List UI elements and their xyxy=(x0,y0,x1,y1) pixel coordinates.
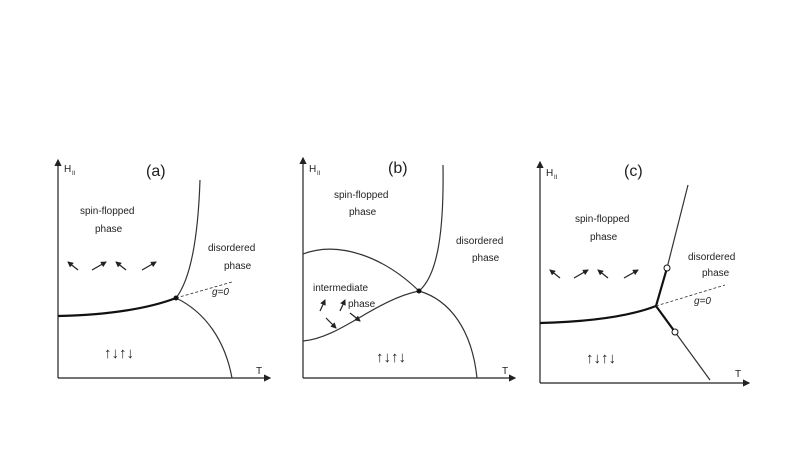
lower-boundary-b xyxy=(418,290,478,379)
first-order-lower-c xyxy=(655,305,676,333)
y-axis-label-c: H xyxy=(546,168,553,179)
spin-arrows-flopped-a xyxy=(67,261,157,271)
panel-label-a: (a) xyxy=(146,163,166,180)
x-axis-label-c: T xyxy=(735,369,741,380)
spins-antiferro-a: ↑↓↑↓ xyxy=(104,345,134,362)
disordered-phase-a: phase xyxy=(224,261,252,272)
intermediate-upper-boundary-b xyxy=(302,248,420,292)
spin-arrows-flopped-c xyxy=(549,269,639,279)
panel-c: H II T (c) spin-flopped phase disordered… xyxy=(536,160,751,387)
first-order-upper-c xyxy=(654,267,669,307)
spin-flop-line-c xyxy=(539,304,657,325)
disordered-label-c: disordered xyxy=(688,252,735,263)
y-axis-sub-b: II xyxy=(317,171,321,177)
spin-flopped-label-a: spin-flopped xyxy=(80,206,134,217)
intermediate-phase-b: phase xyxy=(348,299,376,310)
panel-label-b: (b) xyxy=(388,160,408,177)
g0-dashed-line-c xyxy=(655,284,726,307)
y-axis-sub-a: II xyxy=(72,171,76,177)
upper-boundary-b xyxy=(418,164,444,292)
lower-boundary-c xyxy=(674,331,711,381)
tricritical-point-upper-c xyxy=(663,264,671,272)
x-axis-label-a: T xyxy=(256,366,262,377)
disordered-phase-c: phase xyxy=(702,268,730,279)
tetracritical-point-b xyxy=(416,288,422,294)
spin-flopped-label-b: spin-flopped xyxy=(334,190,388,201)
disordered-phase-b: phase xyxy=(472,253,500,264)
y-axis-label-b: H xyxy=(309,164,316,175)
panel-b: H II T (b) spin-flopped phase disordered… xyxy=(299,156,517,382)
spins-antiferro-c: ↑↓↑↓ xyxy=(586,350,616,367)
spin-flopped-phase-a: phase xyxy=(95,224,123,235)
upper-boundary-c xyxy=(666,184,689,269)
upper-boundary-a xyxy=(175,179,201,299)
panel-a: H II T (a) spin-flopped phase disordered… xyxy=(54,158,272,382)
lower-boundary-a xyxy=(175,297,233,379)
g0-label-a: g=0 xyxy=(212,287,229,298)
tricritical-point-lower-c xyxy=(671,328,679,336)
spin-flopped-phase-b: phase xyxy=(349,207,377,218)
x-axis-label-b: T xyxy=(502,366,508,377)
y-axis-sub-c: II xyxy=(554,175,558,181)
disordered-label-b: disordered xyxy=(456,236,503,247)
disordered-label-a: disordered xyxy=(208,243,255,254)
spin-flopped-label-c: spin-flopped xyxy=(575,214,629,225)
spin-flop-line-a xyxy=(57,296,177,318)
g0-label-c: g=0 xyxy=(694,296,711,307)
spins-antiferro-b: ↑↓↑↓ xyxy=(376,349,406,366)
intermediate-label-b: intermediate xyxy=(313,283,368,294)
panel-label-c: (c) xyxy=(624,163,643,180)
y-axis-label-a: H xyxy=(64,164,71,175)
spin-arrows-intermediate-b xyxy=(319,299,361,329)
bicritical-point-a xyxy=(173,295,179,301)
spin-flopped-phase-c: phase xyxy=(590,232,618,243)
